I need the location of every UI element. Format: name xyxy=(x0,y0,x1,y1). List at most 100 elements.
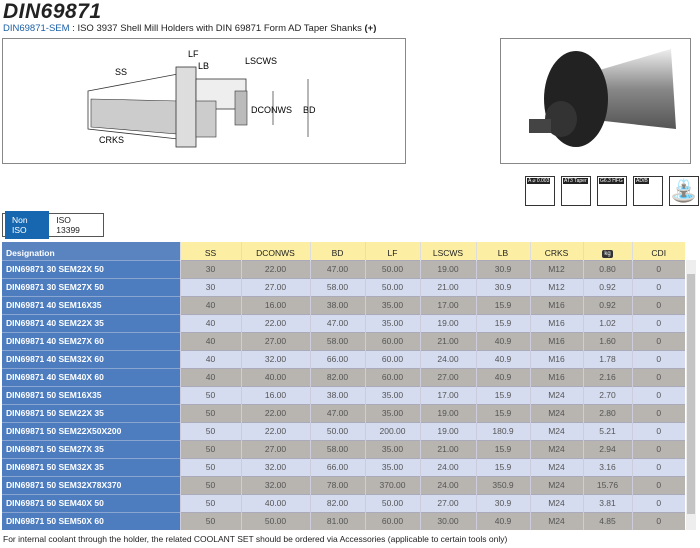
cell-kg: 2.70 xyxy=(582,385,632,404)
cell-crks: M16 xyxy=(529,313,583,332)
cell-lb: 15.9 xyxy=(475,313,530,332)
cell-crks: M16 xyxy=(529,367,583,386)
ad-form-icon[interactable]: AD/B xyxy=(633,176,663,206)
table-scrollbar[interactable] xyxy=(686,260,696,530)
cell-lf: 50.00 xyxy=(364,259,420,278)
cell-lscws: 24.00 xyxy=(419,349,476,368)
column-header-ss[interactable]: SS xyxy=(179,242,241,260)
at3-taper-icon[interactable]: AT3 Taper xyxy=(561,176,591,206)
designation-cell[interactable]: DIN69871 40 SEM32X 60 xyxy=(2,349,180,368)
column-header-lf[interactable]: LF xyxy=(364,242,420,260)
runout-icon[interactable]: A ⌀ 0.003 xyxy=(525,176,555,206)
scrollbar-thumb[interactable] xyxy=(687,274,695,514)
designation-cell[interactable]: DIN69871 50 SEM16X35 xyxy=(2,385,180,404)
cell-lb: 30.9 xyxy=(475,277,530,296)
tab-iso-13399[interactable]: ISO 13399 xyxy=(56,215,80,235)
weight-icon: kg xyxy=(602,250,613,259)
designation-cell[interactable]: DIN69871 50 SEM50X 60 xyxy=(2,511,180,530)
technical-drawing: LF LB LSCWS SS DCONWS BD CRKS xyxy=(2,38,406,164)
cell-dconws: 32.00 xyxy=(240,475,310,494)
cell-dconws: 22.00 xyxy=(240,421,310,440)
cell-lf: 35.00 xyxy=(364,385,420,404)
cell-crks: M16 xyxy=(529,331,583,350)
cell-lscws: 19.00 xyxy=(419,421,476,440)
column-header-bd[interactable]: BD xyxy=(309,242,365,260)
column-header-crks[interactable]: CRKS xyxy=(529,242,583,260)
cell-bd: 47.00 xyxy=(309,313,365,332)
cell-cdi: 0 xyxy=(631,295,685,314)
cell-dconws: 22.00 xyxy=(240,313,310,332)
expand-button[interactable]: (+) xyxy=(364,23,377,34)
column-header-lb[interactable]: LB xyxy=(475,242,530,260)
cell-crks: M16 xyxy=(529,349,583,368)
cell-ss: 40 xyxy=(179,331,241,350)
column-header-designation[interactable]: Designation xyxy=(2,242,180,260)
column-header-cdi[interactable]: CDI xyxy=(631,242,685,260)
cell-lb: 15.9 xyxy=(475,457,530,476)
designation-cell[interactable]: DIN69871 30 SEM22X 50 xyxy=(2,259,180,278)
product-code-link[interactable]: DIN69871-SEM xyxy=(3,23,70,34)
designation-cell[interactable]: DIN69871 30 SEM27X 50 xyxy=(2,277,180,296)
coolant-note: For internal coolant through the holder,… xyxy=(3,534,508,544)
cell-bd: 78.00 xyxy=(309,475,365,494)
tab-non-iso[interactable]: Non ISO xyxy=(5,211,50,239)
cell-cdi: 0 xyxy=(631,457,685,476)
designation-cell[interactable]: DIN69871 50 SEM40X 50 xyxy=(2,493,180,512)
cell-kg: 2.16 xyxy=(582,367,632,386)
cell-ss: 40 xyxy=(179,349,241,368)
column-header-lscws[interactable]: LSCWS xyxy=(419,242,476,260)
cell-dconws: 22.00 xyxy=(240,403,310,422)
cell-lb: 15.9 xyxy=(475,295,530,314)
cell-crks: M24 xyxy=(529,457,583,476)
cell-dconws: 40.00 xyxy=(240,367,310,386)
cell-lf: 35.00 xyxy=(364,439,420,458)
feature-icons: A ⌀ 0.003 AT3 Taper G6.3 HFG AD/B ⛲ xyxy=(525,176,699,206)
cell-lf: 35.00 xyxy=(364,295,420,314)
designation-cell[interactable]: DIN69871 50 SEM22X 35 xyxy=(2,403,180,422)
column-header-dconws[interactable]: DCONWS xyxy=(240,242,310,260)
designation-cell[interactable]: DIN69871 40 SEM22X 35 xyxy=(2,313,180,332)
designation-cell[interactable]: DIN69871 50 SEM32X 35 xyxy=(2,457,180,476)
cell-lf: 60.00 xyxy=(364,367,420,386)
column-header-kg[interactable]: kg xyxy=(582,242,632,260)
cell-lscws: 21.00 xyxy=(419,439,476,458)
cell-lb: 180.9 xyxy=(475,421,530,440)
cell-lf: 50.00 xyxy=(364,493,420,512)
balance-icon[interactable]: G6.3 HFG xyxy=(597,176,627,206)
cell-lf: 35.00 xyxy=(364,403,420,422)
designation-cell[interactable]: DIN69871 50 SEM32X78X370 xyxy=(2,475,180,494)
designation-cell[interactable]: DIN69871 40 SEM40X 60 xyxy=(2,367,180,386)
designation-cell[interactable]: DIN69871 50 SEM22X50X200 xyxy=(2,421,180,440)
cell-lscws: 17.00 xyxy=(419,295,476,314)
designation-cell[interactable]: DIN69871 40 SEM16X35 xyxy=(2,295,180,314)
cell-ss: 50 xyxy=(179,493,241,512)
cell-ss: 30 xyxy=(179,259,241,278)
cell-cdi: 0 xyxy=(631,439,685,458)
designation-cell[interactable]: DIN69871 50 SEM27X 35 xyxy=(2,439,180,458)
label-lf: LF xyxy=(188,49,199,59)
cell-dconws: 32.00 xyxy=(240,457,310,476)
cell-lf: 60.00 xyxy=(364,331,420,350)
cell-cdi: 0 xyxy=(631,421,685,440)
cell-kg: 2.80 xyxy=(582,403,632,422)
cell-bd: 38.00 xyxy=(309,295,365,314)
coolant-icon[interactable]: ⛲ xyxy=(669,176,699,206)
cell-kg: 2.94 xyxy=(582,439,632,458)
cell-lb: 30.9 xyxy=(475,259,530,278)
designation-cell[interactable]: DIN69871 40 SEM27X 60 xyxy=(2,331,180,350)
